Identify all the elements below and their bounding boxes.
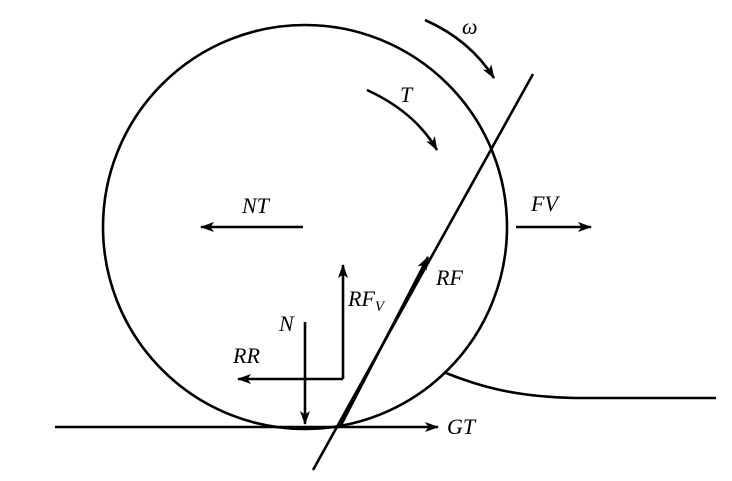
nt-label: NT <box>241 193 271 218</box>
omega-arrow <box>424 18 496 79</box>
wheel-circle <box>101 23 509 431</box>
rfv-label: RFV <box>347 286 386 315</box>
rf-arrow <box>338 256 430 428</box>
soil-curve <box>445 371 716 400</box>
rf-label: RF <box>435 265 463 290</box>
rfv-label-sub: V <box>375 299 386 315</box>
rfv-label-main: RF <box>347 286 375 311</box>
rf-incline-line <box>311 73 535 471</box>
rr-label: RR <box>232 343 260 368</box>
gt-label: GT <box>447 414 477 439</box>
fv-label: FV <box>530 191 560 216</box>
torque-arrow <box>366 88 439 151</box>
n-label: N <box>278 311 295 336</box>
t-label: T <box>400 82 414 107</box>
omega-label: ω <box>462 14 478 39</box>
